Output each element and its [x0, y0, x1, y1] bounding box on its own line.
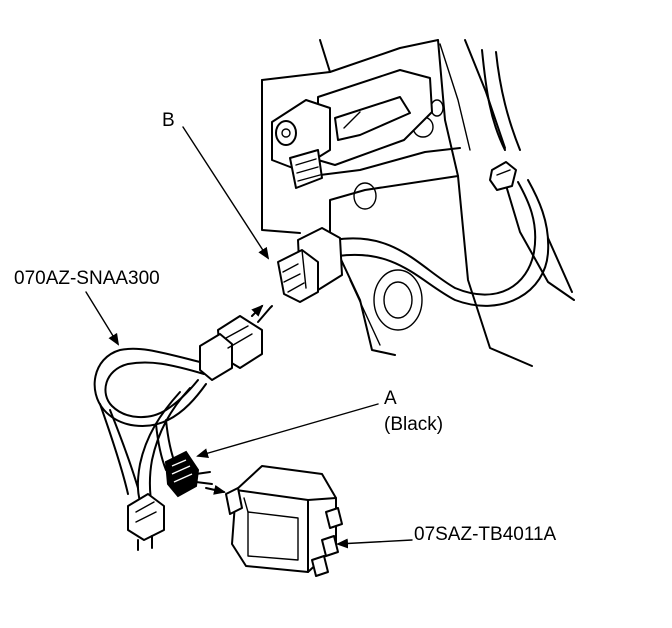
sensor-unit	[271, 99, 331, 189]
connector-b	[277, 227, 343, 303]
clip-icon	[489, 161, 517, 191]
label-box: 07SAZ-TB4011A	[414, 524, 557, 545]
insert-arrows	[205, 304, 273, 495]
label-a-note: (Black)	[384, 414, 443, 435]
test-harness	[93, 315, 263, 517]
label-harness: 070AZ-SNAA300	[14, 268, 160, 289]
body-panel	[261, 39, 575, 367]
vehicle-harness	[333, 49, 550, 307]
label-a: A	[384, 388, 397, 409]
mounting-bracket	[317, 69, 461, 176]
test-box	[225, 465, 343, 577]
label-b: B	[162, 110, 175, 131]
harness-plug	[127, 493, 165, 551]
leader-lines	[85, 126, 413, 549]
connector-a	[164, 450, 213, 498]
